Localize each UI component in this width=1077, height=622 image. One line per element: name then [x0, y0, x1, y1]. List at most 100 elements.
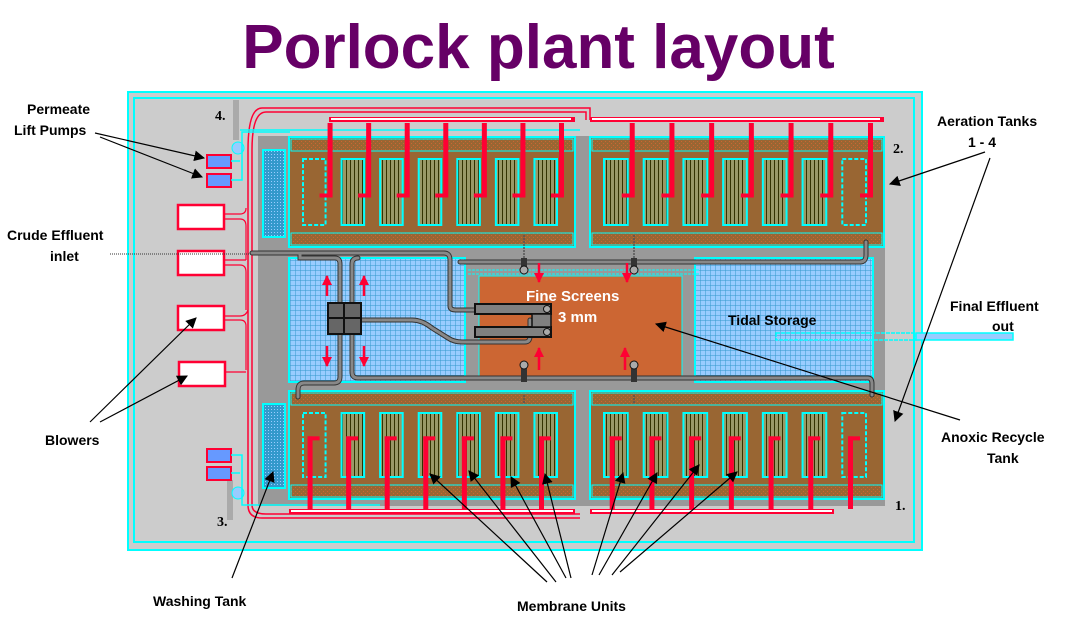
air-drop-foot	[500, 436, 513, 441]
membrane-unit	[642, 158, 669, 226]
tank-channel	[290, 138, 574, 152]
blowers-group	[176, 203, 249, 388]
distribution-box	[327, 302, 362, 335]
membrane-unit	[682, 158, 709, 226]
air-drop-pipe	[346, 436, 352, 509]
air-drop-pipe	[423, 436, 429, 509]
anoxic-recycle-label-2: Tank	[987, 450, 1019, 466]
blower	[176, 304, 226, 332]
membrane-units-label: Membrane Units	[517, 598, 626, 614]
tank-number-3: 3.	[217, 515, 228, 530]
air-drop-foot	[728, 436, 741, 441]
air-drop-foot	[768, 436, 781, 441]
permeate-pumps-label-2: Lift Pumps	[14, 122, 87, 138]
membrane-unit	[603, 158, 629, 226]
membrane-unit	[340, 158, 366, 226]
grey-pipework	[249, 239, 875, 400]
spare-membrane-slot	[302, 412, 327, 478]
membrane-unit	[533, 158, 559, 226]
final-effluent-label-2: out	[992, 318, 1014, 334]
air-drop-pipe	[868, 123, 873, 198]
air-header-core	[291, 510, 573, 512]
crude-effluent-label: Crude Effluent	[7, 227, 104, 243]
callout-arrows	[89, 132, 991, 583]
air-drop-pipe	[539, 436, 544, 509]
spare-membrane-slot	[841, 412, 867, 478]
air-drop-pipe	[848, 436, 853, 509]
pump-pit-top	[233, 100, 239, 140]
air-header-core	[592, 118, 880, 120]
air-drop-pipe	[748, 123, 754, 198]
air-drop-foot	[689, 436, 702, 441]
membrane-unit	[494, 158, 520, 226]
tidal-storage-right	[694, 257, 874, 383]
air-drop-foot	[539, 436, 551, 441]
membrane-unit	[456, 158, 481, 226]
membrane-unit	[603, 412, 629, 478]
air-drop-pipe	[788, 123, 794, 198]
air-drop-foot	[621, 193, 634, 198]
air-drop-foot	[780, 193, 793, 198]
membrane-unit	[642, 412, 669, 478]
membrane-unit	[533, 412, 559, 478]
air-drop-foot	[358, 193, 371, 198]
air-drop-pipe	[404, 123, 410, 198]
membrane-unit	[456, 412, 481, 478]
air-drop-foot	[319, 193, 332, 198]
fine-screens-label: Fine Screens	[526, 288, 619, 305]
air-drop-pipe	[768, 436, 774, 509]
air-drop-foot	[346, 436, 359, 441]
air-drop-pipe	[327, 123, 333, 198]
blower	[177, 360, 227, 388]
air-drop-foot	[609, 436, 622, 441]
membrane-unit	[801, 412, 828, 478]
washing-tank-bottom	[262, 403, 286, 489]
washing-tank-top	[262, 149, 286, 238]
air-drop-foot	[808, 436, 821, 441]
air-drop-pipe	[443, 123, 449, 198]
membrane-unit	[801, 158, 828, 226]
spare-membrane-slot	[841, 158, 867, 226]
air-drop-foot	[307, 436, 320, 441]
air-drop-pipe	[461, 436, 467, 509]
washing-tank-label: Washing Tank	[153, 593, 247, 609]
air-header-core	[331, 118, 571, 120]
air-drop-pipe	[609, 436, 615, 509]
air-drop-foot	[848, 436, 860, 441]
membrane-unit	[379, 158, 404, 226]
anoxic-recycle-label: Anoxic Recycle	[941, 429, 1045, 445]
permeate-pumps-label: Permeate	[27, 101, 90, 117]
tank-number-2: 2.	[893, 142, 904, 157]
air-drop-foot	[435, 193, 448, 198]
tidal-storage-label: Tidal Storage	[728, 312, 817, 328]
air-drop-pipe	[307, 436, 313, 509]
tank-channel	[591, 484, 883, 498]
air-drop-pipe	[728, 436, 734, 509]
air-drop-foot	[396, 193, 409, 198]
air-drop-pipe	[649, 436, 655, 509]
air-drop-foot	[860, 193, 872, 198]
membrane-unit	[722, 158, 748, 226]
blower	[176, 203, 226, 231]
air-drop-foot	[740, 193, 753, 198]
aeration-tanks-label: Aeration Tanks	[937, 113, 1037, 129]
flow-arrows	[322, 263, 632, 370]
membrane-unit	[417, 412, 443, 478]
air-drop-pipe	[669, 123, 675, 198]
tank-channel	[290, 232, 574, 246]
aeration-tanks-range-label: 1 - 4	[968, 134, 996, 150]
blower	[176, 249, 226, 277]
tank-channel	[591, 232, 883, 246]
spare-membrane-slot	[302, 158, 327, 226]
page-title: Porlock plant layout	[242, 13, 835, 82]
air-drop-pipe	[384, 436, 390, 509]
air-drop-pipe	[520, 123, 526, 198]
air-drop-pipe	[629, 123, 635, 198]
air-drop-pipe	[828, 123, 834, 198]
membrane-unit	[761, 412, 788, 478]
final-effluent-pipe	[775, 332, 1014, 341]
air-drop-pipe	[500, 436, 506, 509]
membrane-unit	[494, 412, 520, 478]
tank-number-1: 1.	[895, 499, 906, 514]
